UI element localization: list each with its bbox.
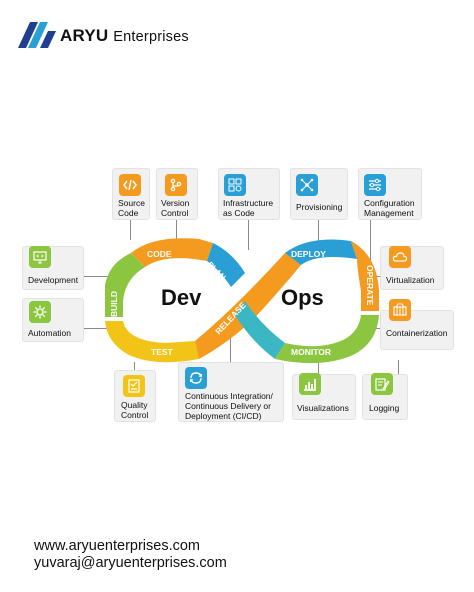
stage-operate: OPERATE [365, 265, 375, 306]
card-provisioning: Provisioning [290, 168, 348, 220]
card-label: Visualizations [297, 403, 349, 413]
container-icon [389, 299, 411, 321]
cycle-arrows-icon [185, 367, 207, 389]
plan-segment [207, 243, 245, 287]
card-containerization: Containerization [380, 299, 454, 350]
connector-line [130, 218, 131, 240]
card-label: Version Control [161, 198, 190, 218]
card-label: Virtualization [386, 275, 435, 285]
card-label: Infrastructure as Code [223, 198, 274, 218]
card-label: Logging [369, 403, 400, 413]
card-visualizations: Visualizations [292, 373, 356, 420]
code-brackets-icon [119, 174, 141, 196]
card-virtualization: Virtualization [380, 246, 444, 290]
card-automation: Automation [22, 298, 84, 342]
footer-website[interactable]: www.aryuenterprises.com [34, 538, 200, 554]
card-label: Development [28, 275, 79, 285]
stage-monitor: MONITOR [291, 347, 331, 357]
stage-build: BUILD [109, 291, 119, 317]
dev-label: Dev [161, 285, 202, 310]
card-label: Configuration Management [364, 198, 415, 218]
code-segment [131, 238, 213, 267]
monitor-segment [275, 315, 379, 364]
quality-badge-icon [123, 375, 145, 397]
card-logging: Logging [362, 373, 408, 420]
card-label: Automation [28, 328, 71, 338]
card-label: Containerization [386, 328, 448, 338]
connector-line [82, 276, 108, 277]
infrastructure-icon [224, 174, 246, 196]
connector-line [230, 320, 231, 364]
connector-line [318, 218, 319, 248]
footer-email[interactable]: yuvaraj@aryuenterprises.com [34, 555, 227, 571]
card-label: Provisioning [296, 202, 343, 212]
stage-code: CODE [147, 249, 172, 259]
bar-chart-icon [299, 373, 321, 395]
cloud-icon [389, 246, 411, 268]
connector-line [134, 362, 135, 374]
log-edit-icon [371, 373, 393, 395]
gear-icon [29, 301, 51, 323]
teal-cross-segment [235, 301, 285, 359]
sliders-icon [364, 174, 386, 196]
card-ci-cd: Continuous Integration/ Continuous Deliv… [178, 362, 284, 422]
card-version-control: Version Control [156, 168, 198, 220]
monitor-code-icon [29, 246, 51, 268]
devops-infinity-diagram: Dev Ops CODE BUILD TEST PLAN RELEASE DEP… [105, 238, 379, 364]
aryu-logo [18, 22, 56, 48]
card-label: Continuous Integration/ Continuous Deliv… [185, 391, 273, 421]
stage-test: TEST [151, 347, 174, 357]
connector-line [370, 218, 371, 260]
deploy-segment [285, 239, 357, 265]
brand-bold: ARYU [60, 26, 109, 45]
card-label: Quality Control [121, 400, 149, 420]
connector-line [248, 218, 249, 250]
card-development: Development [22, 246, 84, 290]
card-infrastructure-as-code: Infrastructure as Code [218, 168, 280, 220]
connector-line [176, 218, 177, 240]
card-configuration-management: Configuration Management [358, 168, 422, 220]
ops-label: Ops [281, 285, 324, 310]
brand-name: ARYU Enterprises [60, 26, 189, 46]
card-quality-control: Quality Control [114, 370, 156, 422]
connector-line [82, 328, 108, 329]
card-label: Source Code [118, 198, 145, 218]
brand-light: Enterprises [113, 29, 189, 45]
connector-line [318, 360, 319, 380]
test-segment [105, 321, 199, 363]
operate-segment [351, 241, 379, 311]
network-nodes-icon [296, 174, 318, 196]
git-branch-icon [165, 174, 187, 196]
stage-deploy: DEPLOY [291, 249, 326, 259]
card-source-code: Source Code [112, 168, 150, 220]
build-segment [105, 253, 145, 317]
connector-line [398, 360, 399, 374]
